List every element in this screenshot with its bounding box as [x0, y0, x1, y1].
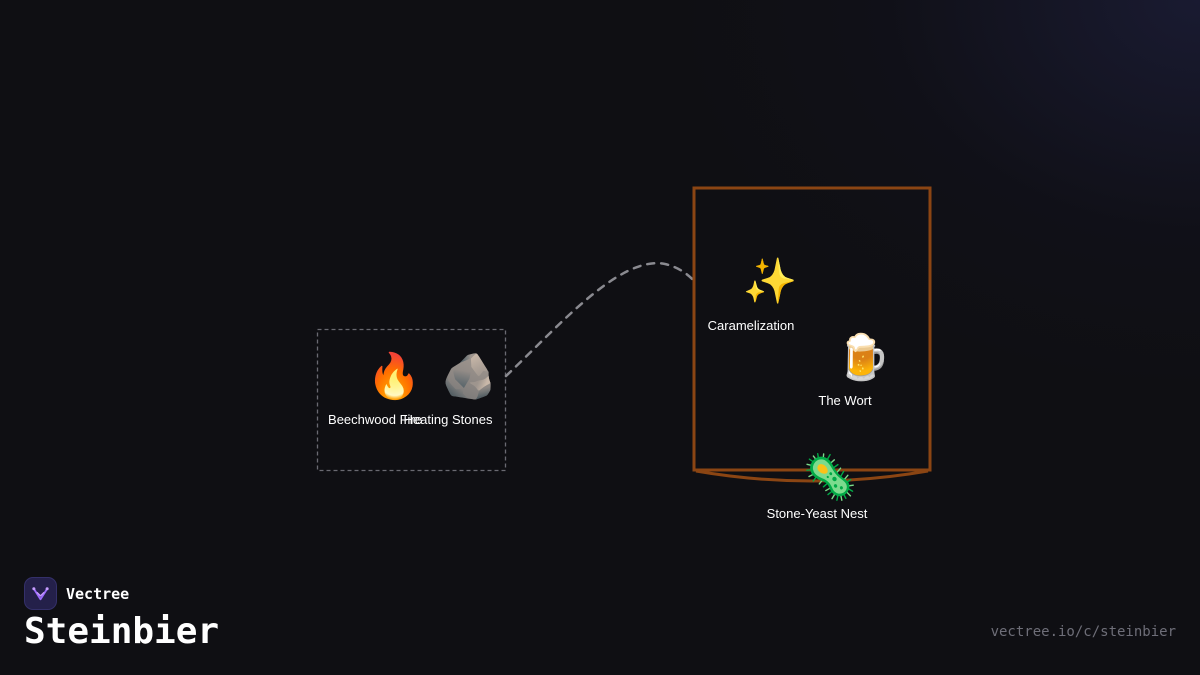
node-label-stone-yeast-nest: Stone-Yeast Nest	[766, 506, 868, 521]
page-title: Steinbier	[24, 611, 220, 652]
brand: Vectree	[24, 577, 129, 610]
vectree-logo-icon	[24, 577, 57, 610]
node-label-caramelization: Caramelization	[707, 318, 795, 333]
heat-transfer-link	[504, 261, 697, 378]
beer-mug-icon: 🍺	[835, 332, 891, 383]
rock-icon: 🪨	[441, 351, 497, 402]
fire-icon: 🔥	[366, 351, 422, 402]
microbe-icon: 🦠	[802, 452, 858, 503]
node-label-the-wort: The Wort	[818, 393, 872, 408]
brew-vessel-base-curve	[695, 469, 929, 483]
brew-vessel	[692, 186, 932, 472]
page-url[interactable]: vectree.io/c/steinbier	[990, 624, 1176, 640]
heat-source-group	[316, 328, 507, 472]
node-label-beechwood-fire: Beechwood Fire	[328, 412, 422, 427]
brand-name: Vectree	[66, 584, 130, 603]
node-label-heating-stones: Heating Stones	[403, 412, 493, 427]
sparkles-icon: ✨	[742, 256, 798, 307]
